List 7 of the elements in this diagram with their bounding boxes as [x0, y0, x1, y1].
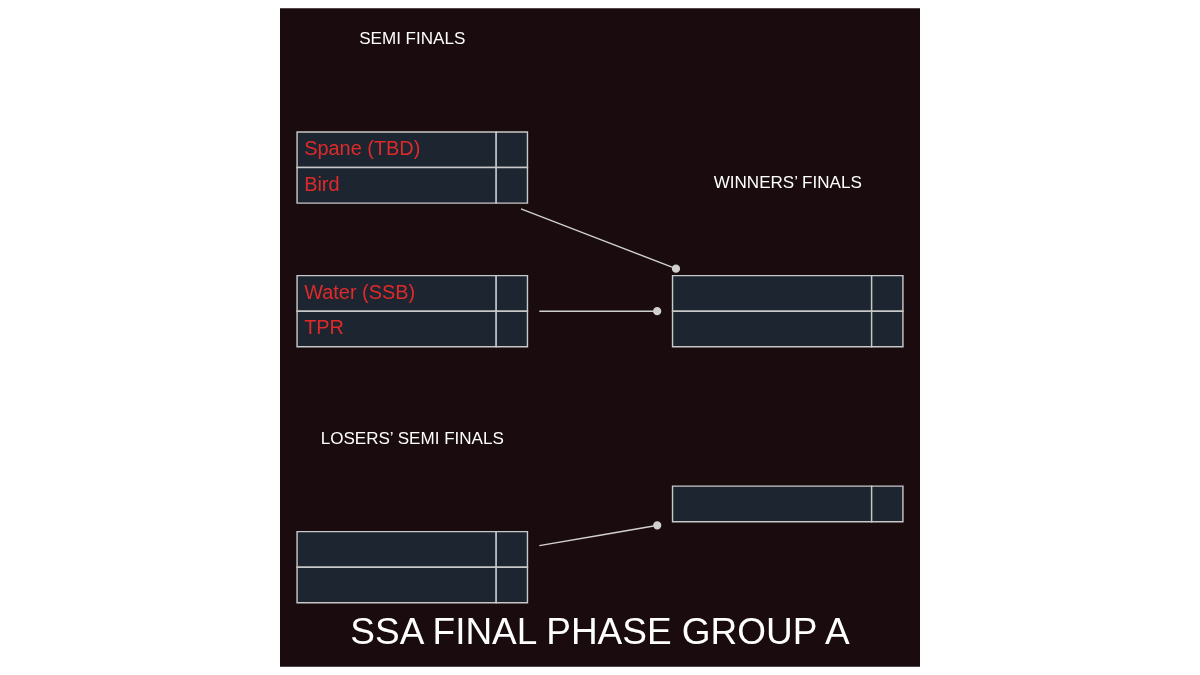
connector	[538, 521, 662, 547]
connector	[520, 208, 681, 273]
label: WINNERS’ FINALS	[713, 172, 862, 192]
label: LOSERS’ SEMI FINALS	[320, 428, 504, 448]
connector	[538, 307, 662, 316]
label: SEMI FINALS	[359, 28, 466, 48]
diagram-title: SSA FINAL PHASE GROUP A	[350, 610, 850, 652]
